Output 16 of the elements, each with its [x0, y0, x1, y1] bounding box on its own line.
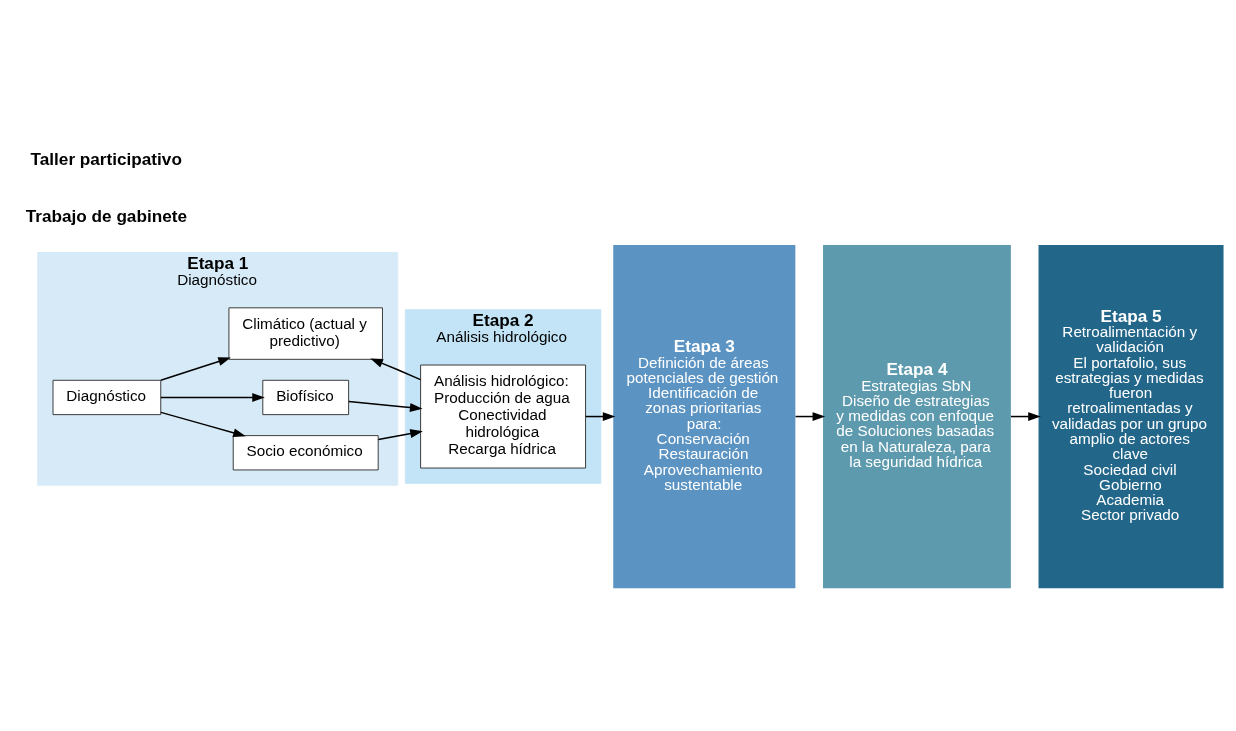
node-box: Análisis hidrológico: Producción de agua Conectividad hidrológica Recarga hídrica — [420, 364, 587, 468]
node-box: Etapa 3 Definición de áreas potenciales de gestión Identificación de zonas prioritarias para: Conservación Restauración Aprovechamiento sustentable — [613, 244, 796, 588]
node-box: Climático (actual y predictivo) — [228, 306, 383, 360]
arrow — [377, 428, 423, 440]
arrow — [160, 392, 265, 402]
arrow — [160, 411, 246, 437]
label: Taller participativo — [30, 148, 182, 169]
node-box: Etapa 4 Estrategias SbN Diseño de estrategias y medidas con enfoque de Soluciones basadas en la Naturaleza, para la seguridad hídrica — [823, 244, 1011, 588]
node-box: Diagnóstico — [52, 379, 162, 415]
arrow — [160, 356, 231, 381]
node-box: Socio económico — [232, 434, 379, 470]
arrow — [370, 358, 422, 380]
arrow — [348, 400, 423, 412]
node-box: Biofísico — [262, 379, 350, 415]
node-box: Etapa 5 Retroalimentación y validación El portafolio, sus estrategias y medidas fueron retroalimentadas y validadas por un grupo amplio de actores clave Sociedad civil Gobierno Academia Sector privado — [1038, 244, 1224, 588]
label: Trabajo de gabinete — [25, 205, 187, 226]
